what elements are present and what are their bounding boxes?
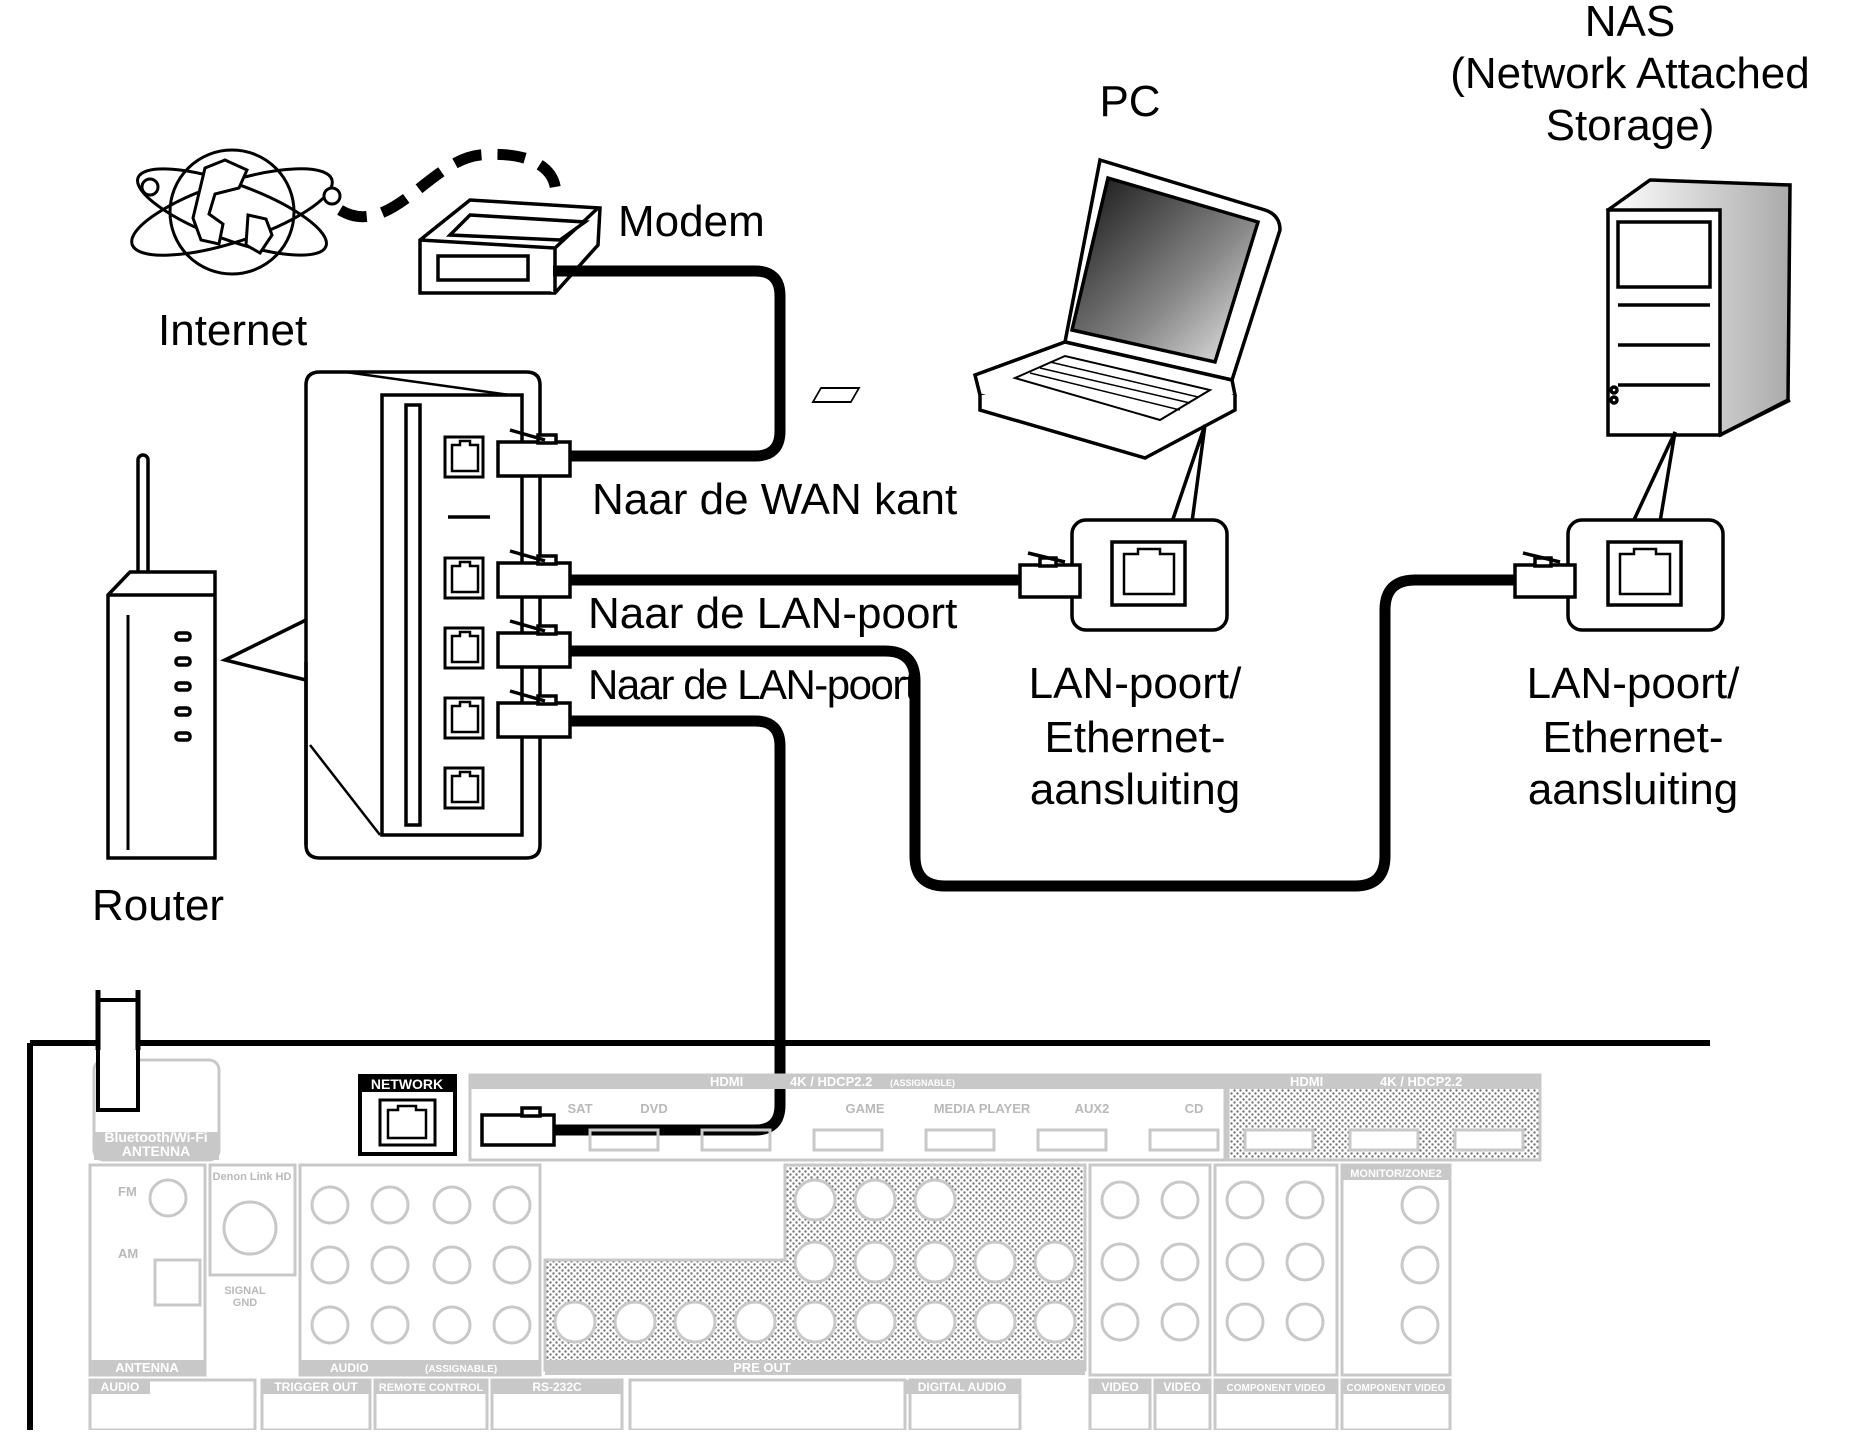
nas-icon — [1605, 178, 1792, 438]
nas-port-label-1: LAN-poort/ — [1526, 659, 1740, 708]
router-lan-port-3-icon — [443, 696, 485, 740]
internet-label: Internet — [158, 306, 308, 355]
svg-text:AM: AM — [118, 1246, 138, 1261]
wifi-antenna-icon — [96, 998, 140, 1112]
receiver-back-panel: Bluetooth/Wi-Fi ANTENNA NETWORK HDMI 4K … — [27, 990, 1710, 1432]
to-lan-label-2: Naar de LAN-poort — [588, 661, 917, 708]
svg-text:TRIGGER OUT: TRIGGER OUT — [274, 1380, 358, 1394]
svg-text:AUDIO: AUDIO — [101, 1380, 140, 1394]
to-lan-label-1: Naar de LAN-poort — [588, 589, 958, 638]
router-icon — [106, 453, 217, 860]
lan-plug-1-icon — [496, 549, 572, 599]
svg-text:COMPONENT VIDEO: COMPONENT VIDEO — [1227, 1383, 1326, 1394]
svg-text:Denon Link HD: Denon Link HD — [213, 1171, 292, 1183]
svg-text:HDMI: HDMI — [1290, 1074, 1323, 1089]
pc-port-label-1: LAN-poort/ — [1028, 659, 1242, 708]
receiver-lan-cable — [555, 715, 786, 1136]
router-lan-port-1-icon — [443, 556, 485, 600]
svg-text:DVD: DVD — [640, 1101, 667, 1116]
router-ports — [443, 435, 485, 810]
router-lan-port-2-icon — [443, 626, 485, 670]
svg-text:CD: CD — [1185, 1101, 1204, 1116]
svg-text:PRE OUT: PRE OUT — [733, 1360, 791, 1375]
router-callout — [219, 618, 307, 682]
wan-cable — [553, 265, 786, 462]
modem-icon — [418, 198, 602, 295]
svg-text:REMOTE CONTROL: REMOTE CONTROL — [379, 1382, 484, 1394]
svg-text:MEDIA PLAYER: MEDIA PLAYER — [934, 1101, 1031, 1116]
svg-text:GND: GND — [233, 1297, 258, 1309]
svg-text:VIDEO: VIDEO — [1101, 1380, 1138, 1394]
to-wan-label: Naar de WAN kant — [592, 475, 958, 524]
pc-port-label-2: Ethernet- — [1044, 713, 1226, 762]
nas-lan-port-box — [1566, 518, 1725, 632]
pc-port-label-3: aansluiting — [1029, 765, 1241, 814]
svg-text:ANTENNA: ANTENNA — [122, 1143, 190, 1159]
svg-text:FM: FM — [118, 1184, 137, 1199]
svg-text:AUDIO: AUDIO — [330, 1361, 369, 1375]
router-label: Router — [92, 881, 225, 930]
svg-text:AUX2: AUX2 — [1075, 1101, 1110, 1116]
svg-text:MONITOR/ZONE2: MONITOR/ZONE2 — [1350, 1168, 1441, 1180]
nas-port-label-2: Ethernet- — [1542, 713, 1724, 762]
svg-text:COMPONENT VIDEO: COMPONENT VIDEO — [1347, 1383, 1446, 1394]
svg-text:Bluetooth/Wi-Fi: Bluetooth/Wi-Fi — [104, 1129, 207, 1145]
svg-text:SIGNAL: SIGNAL — [224, 1285, 266, 1297]
receiver-lan-plug-icon — [480, 1106, 556, 1147]
nas-port-label-3: aansluiting — [1527, 765, 1739, 814]
modem-label: Modem — [618, 197, 765, 246]
pc-lan-plug-icon — [1018, 551, 1082, 599]
svg-text:ANTENNA: ANTENNA — [115, 1360, 179, 1375]
svg-text:SAT: SAT — [567, 1101, 592, 1116]
router-plugs — [496, 428, 572, 739]
pc-label: PC — [1099, 77, 1161, 126]
svg-text:(ASSIGNABLE): (ASSIGNABLE) — [890, 1078, 955, 1088]
laptop-icon — [811, 157, 1282, 460]
router-wan-port-icon — [443, 435, 485, 479]
pc-callout — [1170, 424, 1207, 523]
svg-text:DIGITAL AUDIO: DIGITAL AUDIO — [918, 1380, 1006, 1394]
svg-text:GAME: GAME — [846, 1101, 885, 1116]
nas-lan-plug-icon — [1513, 551, 1577, 599]
svg-text:RS-232C: RS-232C — [532, 1380, 582, 1394]
svg-text:HDMI: HDMI — [710, 1074, 743, 1089]
nas-lan-cable — [570, 574, 1520, 892]
svg-text:4K / HDCP2.2: 4K / HDCP2.2 — [790, 1074, 872, 1089]
wan-plug-icon — [496, 428, 572, 478]
pc-lan-port-box — [1070, 518, 1229, 632]
nas-title: NAS — [1584, 0, 1676, 46]
svg-text:NETWORK: NETWORK — [371, 1076, 443, 1092]
router-lan-port-4-icon — [443, 766, 485, 810]
nas-subtitle-line1: (Network Attached — [1450, 49, 1810, 98]
svg-text:(ASSIGNABLE): (ASSIGNABLE) — [425, 1364, 497, 1375]
svg-text:4K / HDCP2.2: 4K / HDCP2.2 — [1380, 1074, 1462, 1089]
nas-subtitle-line2: Storage) — [1545, 101, 1715, 150]
svg-text:VIDEO: VIDEO — [1163, 1380, 1200, 1394]
nas-callout — [1631, 431, 1677, 523]
internet-globe-icon — [130, 148, 342, 276]
internet-dashed-link — [337, 148, 562, 223]
